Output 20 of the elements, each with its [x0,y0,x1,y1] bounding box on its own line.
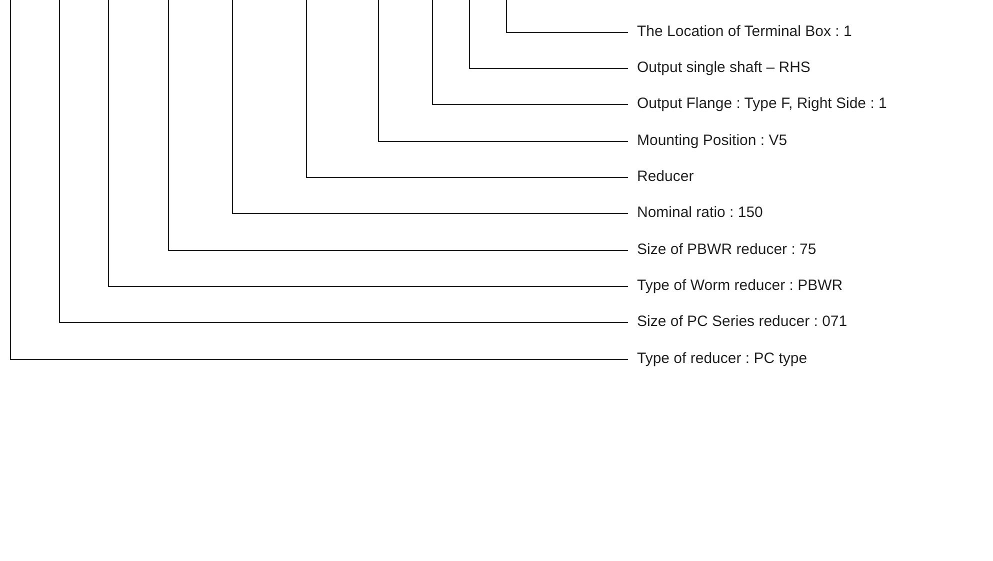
leader-line [378,0,628,142]
leader-line [232,0,628,214]
designation-label: Output single shaft – RHS [637,59,810,77]
leader-line [108,0,628,287]
designation-label: Nominal ratio : 150 [637,204,763,222]
designation-label: Output Flange : Type F, Right Side : 1 [637,95,887,113]
designation-label: Type of Worm reducer : PBWR [637,277,843,295]
leader-line [506,0,628,33]
leader-line [469,0,628,69]
designation-label: Size of PBWR reducer : 75 [637,241,816,259]
designation-label: Size of PC Series reducer : 071 [637,313,848,331]
designation-label: Mounting Position : V5 [637,132,788,150]
leader-line [168,0,628,251]
leader-line [432,0,628,105]
leader-line [10,0,628,360]
designation-label: The Location of Terminal Box : 1 [637,23,852,41]
designation-label: Type of reducer : PC type [637,350,808,368]
leader-line [306,0,628,178]
designation-label: Reducer [637,168,694,186]
leader-line [59,0,628,323]
